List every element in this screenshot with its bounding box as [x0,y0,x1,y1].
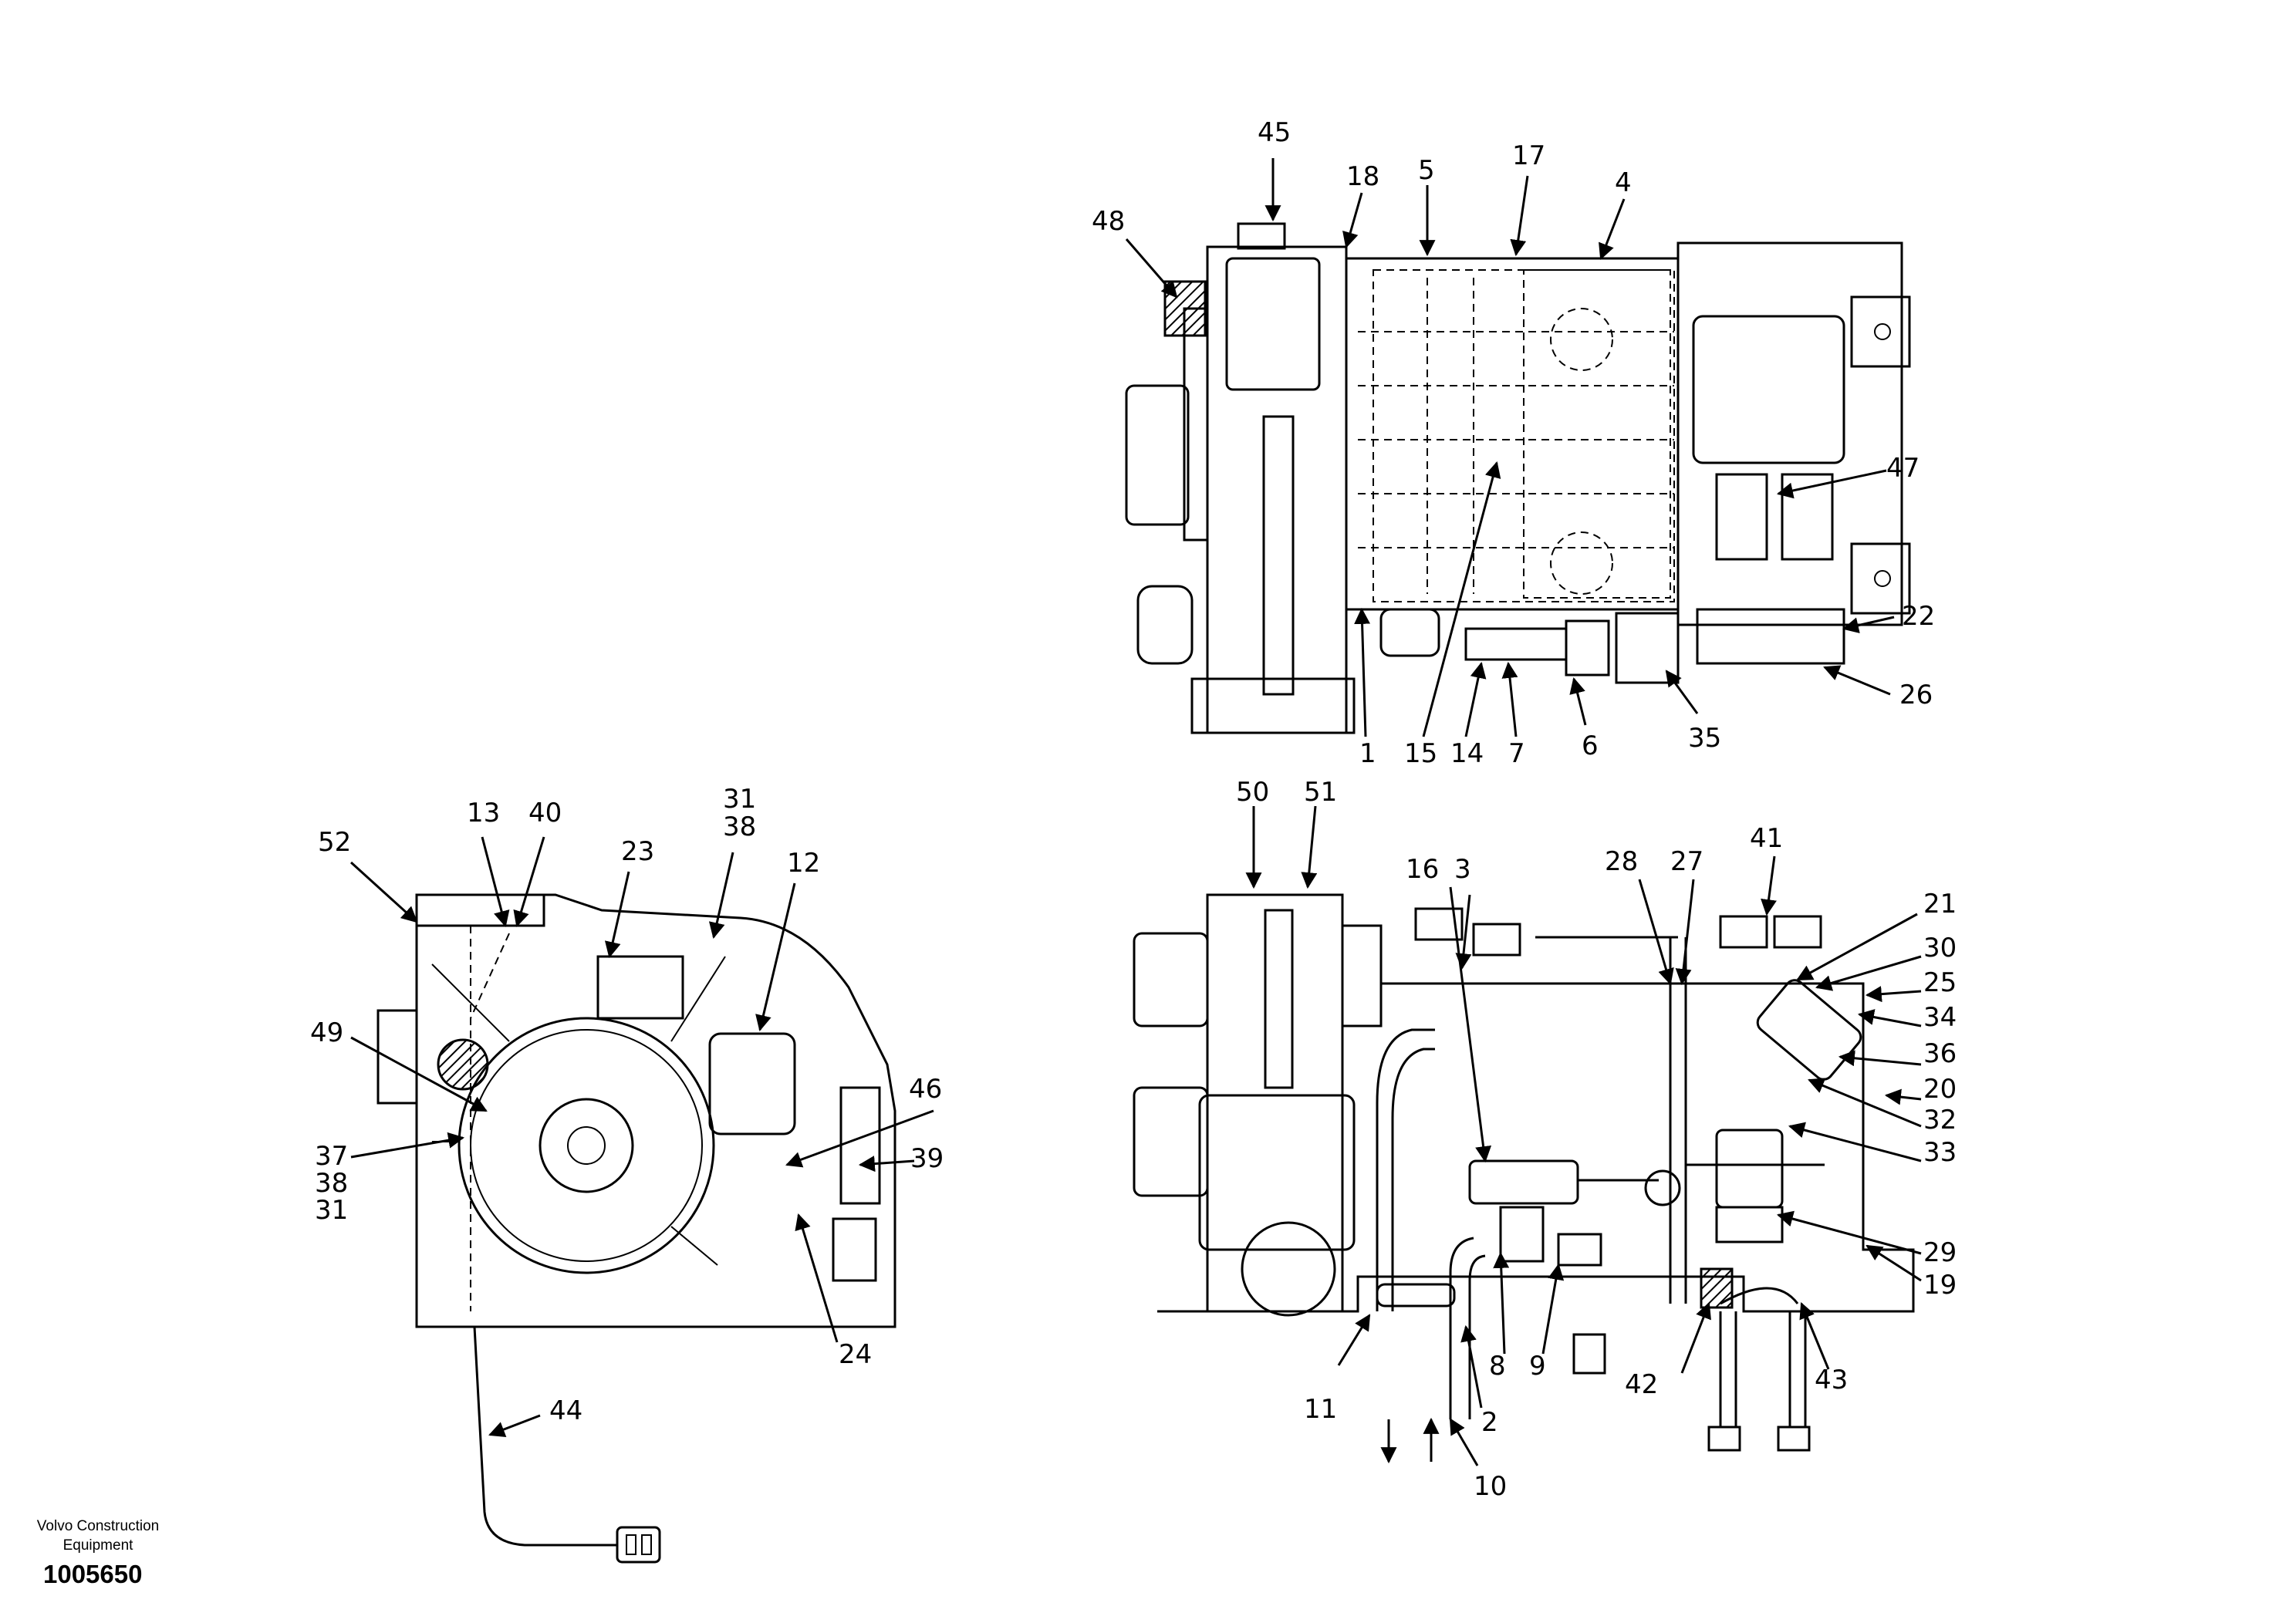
callout: 4 [1615,167,1632,198]
callout: 12 [787,848,820,879]
callout: 2 [1481,1407,1498,1438]
callout: 19 [1923,1270,1957,1301]
callout: 24 [839,1339,872,1370]
callout: 5 [1418,155,1435,186]
callout: 11 [1304,1394,1337,1425]
callout: 40 [528,798,562,828]
callout: 38 [315,1168,348,1199]
callout: 43 [1815,1365,1848,1395]
callout: 35 [1688,723,1721,754]
callout: 37 [315,1141,348,1172]
callout: 7 [1508,738,1525,769]
callout: 15 [1404,738,1437,769]
callout: 26 [1899,680,1933,710]
callout: 30 [1923,933,1957,963]
callout: 18 [1346,161,1379,192]
top-view [1125,222,1911,734]
callout: 39 [910,1143,944,1174]
callout: 27 [1670,846,1703,877]
callout: 49 [310,1017,343,1048]
callout: 46 [909,1074,942,1105]
side-view [376,893,896,1564]
callout: 14 [1450,738,1484,769]
callout: 31 [723,784,756,815]
callout: 8 [1489,1351,1506,1382]
callout: 16 [1406,854,1439,885]
callout: 34 [1923,1002,1957,1033]
callout: 22 [1902,601,1935,632]
callout: 47 [1886,453,1920,484]
callout: 42 [1625,1369,1658,1400]
callout: 36 [1923,1038,1957,1069]
callout: 29 [1923,1237,1957,1268]
callout: 33 [1923,1137,1957,1168]
callout: 3 [1454,854,1471,885]
manufacturer-label: Volvo Construction Equipment [36,1518,160,1554]
callout: 38 [723,812,756,842]
front-view [1133,893,1915,1464]
callout: 52 [318,827,351,858]
callout: 17 [1512,140,1545,171]
callout: 44 [549,1395,582,1426]
callout: 1 [1359,738,1376,769]
callout-labels: 45 18 5 17 4 48 47 22 26 1 15 14 7 6 35 … [310,117,1957,1502]
callout: 6 [1582,731,1599,761]
callout: 45 [1258,117,1291,148]
callout: 10 [1474,1471,1507,1502]
callout: 50 [1236,777,1269,808]
callout: 20 [1923,1074,1957,1105]
callout: 23 [621,836,654,867]
callout: 48 [1092,206,1125,237]
callout: 25 [1923,967,1957,998]
document-number: 1005650 [43,1560,143,1588]
callout: 32 [1923,1105,1957,1135]
callout-leaders [349,158,1922,1466]
callout: 51 [1304,777,1337,808]
callout: 28 [1605,846,1638,877]
callout: 41 [1750,823,1783,854]
callout: 21 [1923,889,1957,919]
callout: 31 [315,1195,348,1226]
callout: 13 [467,798,500,828]
callout: 9 [1529,1351,1546,1382]
